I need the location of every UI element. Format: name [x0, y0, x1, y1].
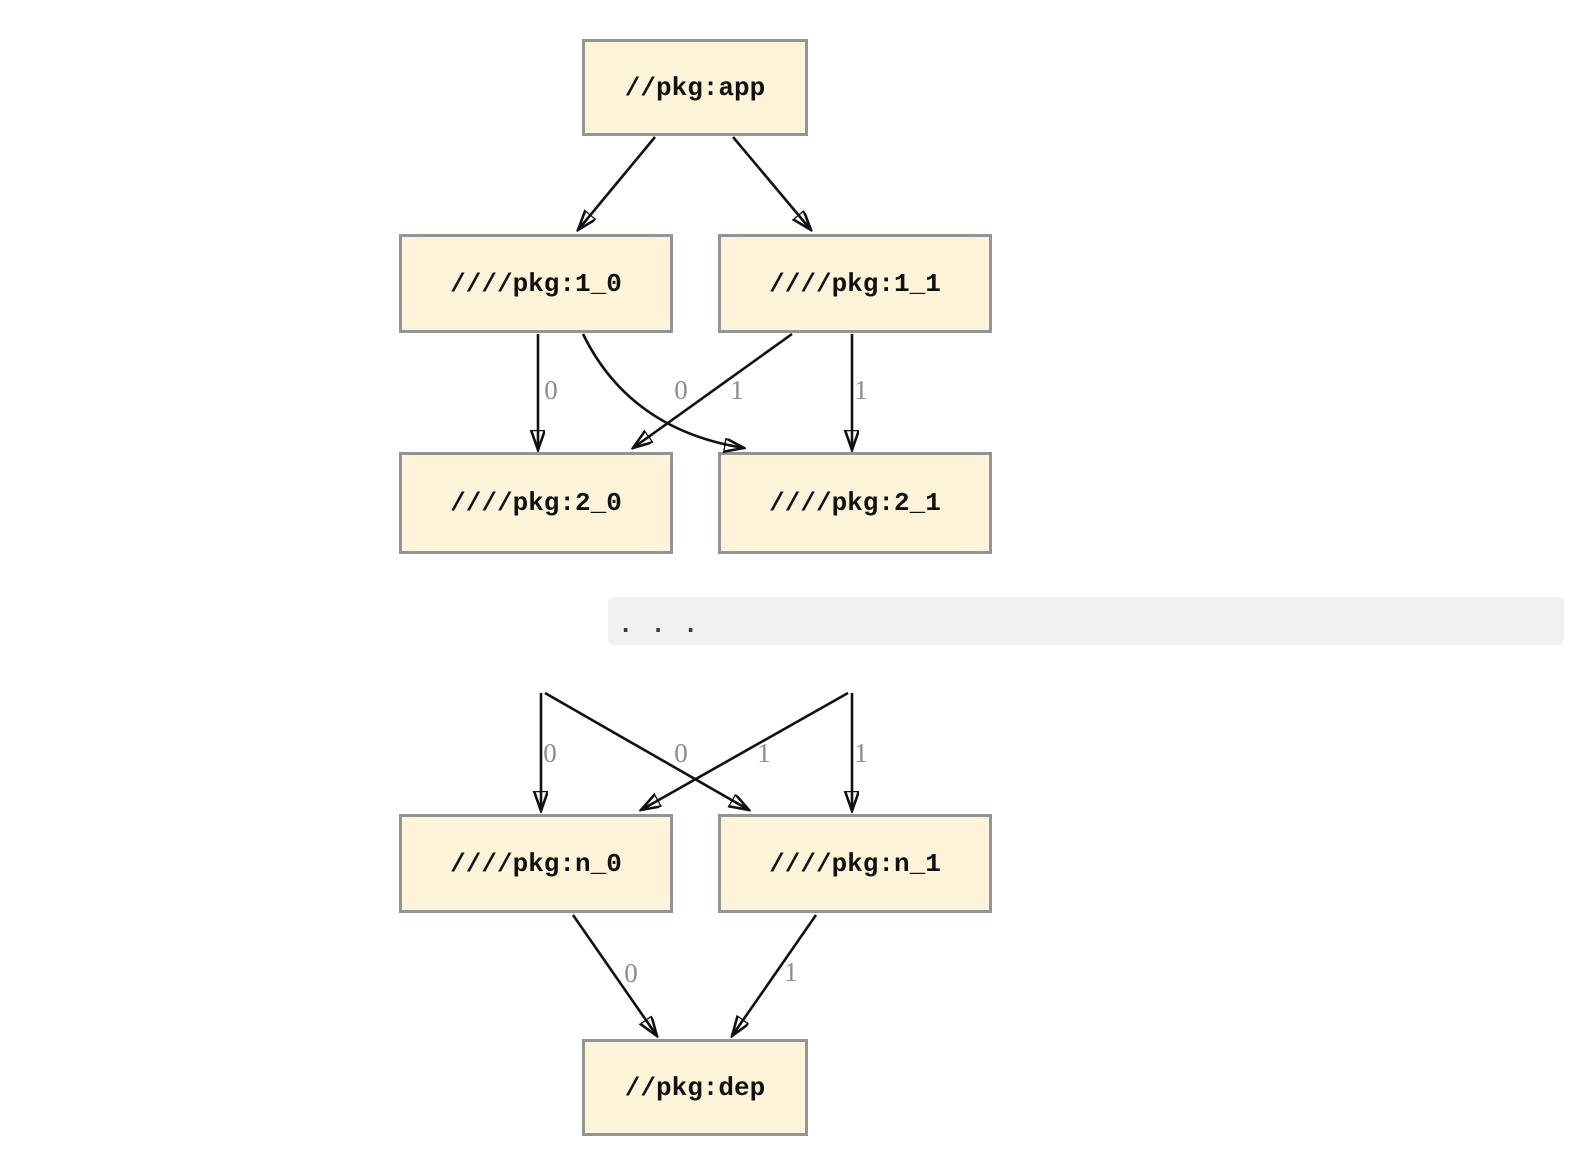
- node-pkg-2-1: ////pkg:2_1: [718, 452, 992, 554]
- node-pkg-app-label: //pkg:app: [624, 72, 766, 103]
- edge-1-1-to-2-0: [633, 332, 793, 448]
- edge-label: 1: [854, 738, 868, 768]
- edge-label: 1: [784, 957, 798, 987]
- ellipsis-dots: . . .: [619, 612, 701, 638]
- node-pkg-n-0: ////pkg:n_0: [399, 814, 673, 913]
- node-pkg-app: //pkg:app: [582, 39, 808, 136]
- node-pkg-dep-label: //pkg:dep: [624, 1072, 766, 1103]
- edge-label: 1: [757, 738, 771, 768]
- edge-1-0-to-2-1: [581, 333, 744, 448]
- node-pkg-n-1-label: ////pkg:n_1: [769, 848, 941, 879]
- edge-prev0-to-n-1: [544, 691, 749, 810]
- edge-label: 1: [730, 375, 744, 405]
- node-pkg-2-0: ////pkg:2_0: [399, 452, 673, 554]
- edge-label: 0: [674, 738, 688, 768]
- edge-n-1-to-dep: [732, 914, 818, 1036]
- node-pkg-n-1: ////pkg:n_1: [718, 814, 992, 913]
- edge-n-0-to-dep: [571, 914, 657, 1036]
- edge-label: 0: [543, 738, 557, 768]
- edge-app-to-1-0: [578, 136, 657, 230]
- edge-label: 1: [854, 375, 868, 405]
- node-pkg-1-0-label: ////pkg:1_0: [450, 268, 622, 299]
- edge-label: 0: [624, 958, 638, 988]
- node-pkg-2-1-label: ////pkg:2_1: [769, 488, 941, 518]
- node-pkg-1-1-label: ////pkg:1_1: [769, 268, 941, 299]
- node-pkg-2-0-label: ////pkg:2_0: [450, 488, 622, 518]
- node-pkg-1-0: ////pkg:1_0: [399, 234, 673, 333]
- edge-label: 0: [674, 375, 688, 405]
- node-pkg-dep: //pkg:dep: [582, 1039, 808, 1136]
- edge-label: 0: [544, 375, 558, 405]
- edge-app-to-1-1: [732, 136, 811, 230]
- ellipsis-band: . . .: [608, 597, 1564, 645]
- node-pkg-n-0-label: ////pkg:n_0: [450, 848, 622, 879]
- edge-prev1-to-n-0: [641, 691, 849, 810]
- node-pkg-1-1: ////pkg:1_1: [718, 234, 992, 333]
